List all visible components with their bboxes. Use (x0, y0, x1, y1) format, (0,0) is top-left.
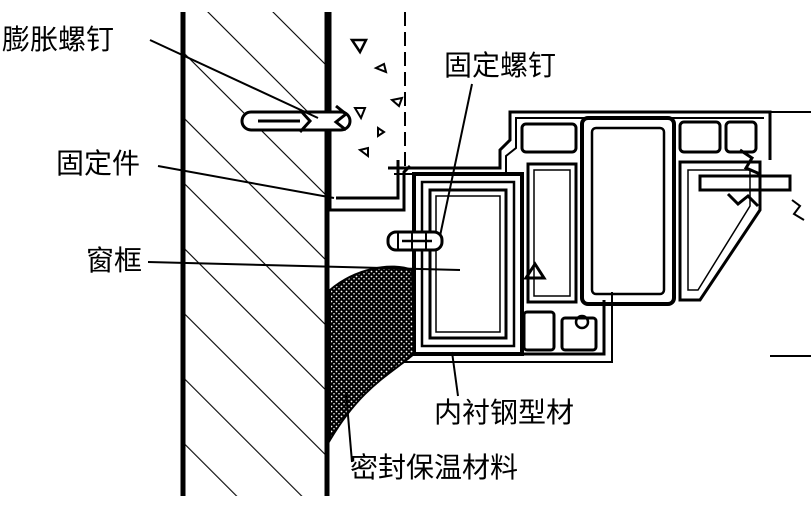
leader-fixing-screw (439, 83, 473, 237)
plaster-layer (328, 12, 406, 200)
label-fixing-piece: 固定件 (56, 147, 141, 180)
wall-section (180, 12, 330, 496)
label-steel-lining: 内衬钢型材 (434, 396, 575, 429)
label-window-frame: 窗框 (86, 244, 143, 277)
sash-profile (520, 116, 762, 352)
leader-fixing-piece (157, 165, 335, 199)
expansion-screw (240, 104, 352, 134)
fixing-piece (328, 160, 412, 212)
sealing-insulation-fill (329, 265, 416, 444)
leader-sealing (345, 391, 353, 463)
leader-expansion-screw (149, 39, 319, 119)
leader-lines (147, 39, 473, 463)
label-expansion-screw: 膨胀螺钉 (2, 23, 115, 56)
leader-steel-lining (451, 351, 459, 397)
glazing-bead (698, 111, 811, 357)
window-frame-profile (388, 110, 772, 363)
fixing-screw (386, 230, 444, 252)
label-sealing-insulation: 密封保温材料 (350, 451, 519, 484)
leader-window-frame (147, 261, 461, 271)
label-fixing-screw: 固定螺钉 (444, 49, 557, 82)
